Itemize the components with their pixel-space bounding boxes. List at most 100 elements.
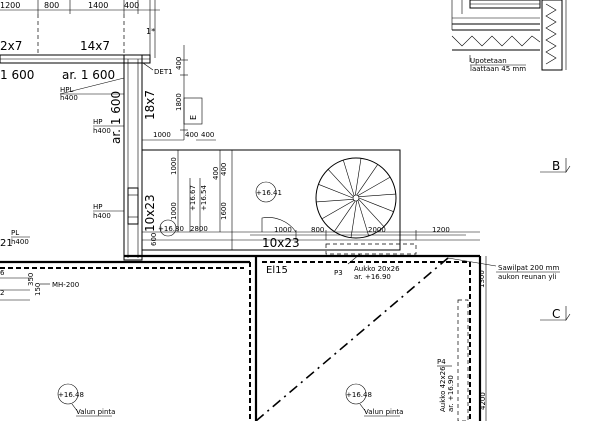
- tag-hp-1: HP: [93, 118, 103, 126]
- tag-hpl: HPL: [60, 86, 73, 94]
- section-b: B: [552, 159, 560, 173]
- wall-tags: HPL h400 HP h400 HP h400 PL h400 21: [0, 77, 125, 249]
- dim-350: 350: [27, 273, 35, 286]
- dim-1300: 1300: [478, 270, 486, 288]
- label-21: 21: [0, 238, 13, 249]
- tag-mh-200: MH-200: [52, 281, 79, 289]
- label-6: 6: [0, 269, 5, 277]
- level-marker-16-41: +16.41: [255, 181, 282, 203]
- level-16-80: +16.80: [158, 225, 184, 233]
- stair-tread: [358, 193, 396, 197]
- p3-opening-level: ar. +16.90: [354, 273, 391, 281]
- p3-opening-size: Aukko 20x26: [354, 265, 400, 273]
- dim-4200: 4200: [479, 392, 487, 410]
- tag-pl-sub: h400: [11, 238, 29, 246]
- dim-400-v-b: 400: [212, 167, 220, 180]
- stair-tread: [357, 176, 391, 196]
- upper-vertical-dims: 400 1800 E 400 400 1000: [142, 45, 216, 141]
- lower-walls: 6 2 350 150 MH-200 El15: [0, 254, 482, 421]
- door-swing-icon: [261, 217, 297, 233]
- det-callout: DET1: [154, 68, 173, 76]
- dim-1200-top: 1200: [0, 1, 20, 10]
- stair-tread: [358, 199, 385, 227]
- dim-1800-vertical: 1800: [175, 93, 183, 111]
- dim-1400-top: 1400: [88, 1, 108, 10]
- tag-pl: PL: [11, 229, 19, 237]
- dim-150: 150: [34, 283, 42, 296]
- level-16-67: +16.67: [189, 185, 197, 211]
- valun-pinta-a: Valun pinta: [76, 408, 115, 416]
- stair-tread: [350, 200, 357, 238]
- dim-2800: 2800: [190, 225, 208, 233]
- stair-tread: [343, 159, 355, 196]
- level-marker-16-48-right: +16.48 Valun pinta: [345, 383, 403, 417]
- dim-1600-v: 1600: [220, 202, 228, 220]
- top-dimension-string: 1200 800 1400 400: [0, 0, 160, 14]
- tag-hp-2: HP: [93, 203, 103, 211]
- dim-1000-h-a: 1000: [153, 131, 171, 139]
- dim-1000-h-b: 1000: [274, 226, 292, 234]
- dim-400-top: 400: [124, 1, 139, 10]
- level-marker-16-48-left: +16.48 Valun pinta: [57, 383, 115, 417]
- p4-opening-level: ar. +16.90: [447, 375, 455, 412]
- spiral-staircase-icon: [315, 157, 397, 239]
- window-mark-18x7: 18x7: [143, 90, 157, 120]
- stair-tread: [327, 169, 354, 197]
- dim-1000-v-a: 1000: [170, 157, 178, 175]
- stair-tread: [334, 200, 356, 232]
- main-vertical-wall: ar. 1 600 18x7 10x23: [109, 54, 157, 261]
- tag-1-star: 1*: [146, 27, 155, 36]
- stair-tread: [355, 158, 362, 196]
- diagonal-section-line: [255, 257, 497, 421]
- section-c: C: [552, 307, 560, 321]
- area-label-1: 1 600: [0, 68, 34, 82]
- dim-600-v: 600: [150, 233, 158, 246]
- area-label-2: ar. 1 600: [62, 68, 115, 82]
- tag-el15: El15: [266, 265, 288, 276]
- dim-400-vertical-a: 400: [175, 57, 183, 70]
- level-16-48-a: +16.48: [58, 391, 84, 399]
- stair-tread: [316, 199, 354, 203]
- tag-hp-1-sub: h400: [93, 127, 111, 135]
- dim-400-v-c: 400: [220, 163, 228, 176]
- stair-tread: [318, 184, 354, 199]
- stair-tread: [356, 164, 378, 196]
- window-mark-10x23: 10x23: [262, 236, 300, 250]
- sawcut-line-2: aukon reunan yli: [498, 273, 556, 281]
- dim-2000-h: 2000: [368, 226, 386, 234]
- level-16-54: +16.54: [200, 185, 208, 211]
- tag-p3: P3: [334, 269, 343, 277]
- tag-p4: P4: [437, 358, 446, 366]
- tag-e: E: [189, 115, 198, 120]
- upper-left-walls: 2x7 14x7 1 600 ar. 1 600 1* DET1: [0, 0, 173, 82]
- central-dimension-string: 1000 800 2000 1200 10x23: [250, 226, 466, 250]
- level-16-41: +16.41: [256, 189, 282, 197]
- detail-note-2: laattaan 45 mm: [470, 65, 526, 73]
- dim-1200-h: 1200: [432, 226, 450, 234]
- detail-note-1: Upotetaan: [470, 57, 507, 65]
- label-2: 2: [0, 289, 4, 297]
- opening-p3: P3 Aukko 20x26 ar. +16.90: [325, 243, 417, 281]
- p4-opening-size: Aukko 42x26: [439, 366, 447, 412]
- level-16-48-b: +16.48: [346, 391, 372, 399]
- opening-p4: P4 Aukko 42x26 ar. +16.90 4200: [437, 299, 487, 421]
- dim-400-h-a: 400: [185, 131, 198, 139]
- wall-detail: Upotetaan laattaan 45 mm: [451, 0, 567, 73]
- window-mark-10x23-vertical: 10x23: [143, 194, 157, 232]
- sawcut-note: Sawilpat 200 mm aukon reunan yli 1300: [478, 256, 560, 300]
- tag-hp-2-sub: h400: [93, 212, 111, 220]
- window-mark-14x7: 14x7: [80, 39, 110, 53]
- window-mark-2x7: 2x7: [0, 39, 22, 53]
- tag-hpl-sub: h400: [60, 94, 78, 102]
- dim-800-top: 800: [44, 1, 59, 10]
- stair-tread: [321, 200, 355, 220]
- area-label-3: ar. 1 600: [109, 91, 123, 144]
- stair-tread: [357, 200, 369, 237]
- dim-400-h-b: 400: [201, 131, 214, 139]
- valun-pinta-b: Valun pinta: [364, 408, 403, 416]
- central-room: 1000 1000 400 400 1600 +16.67 +16.54 600…: [141, 149, 480, 251]
- section-marker-c: C: [540, 306, 571, 321]
- section-marker-b: B: [540, 158, 571, 173]
- dim-1000-v-b: 1000: [170, 202, 178, 220]
